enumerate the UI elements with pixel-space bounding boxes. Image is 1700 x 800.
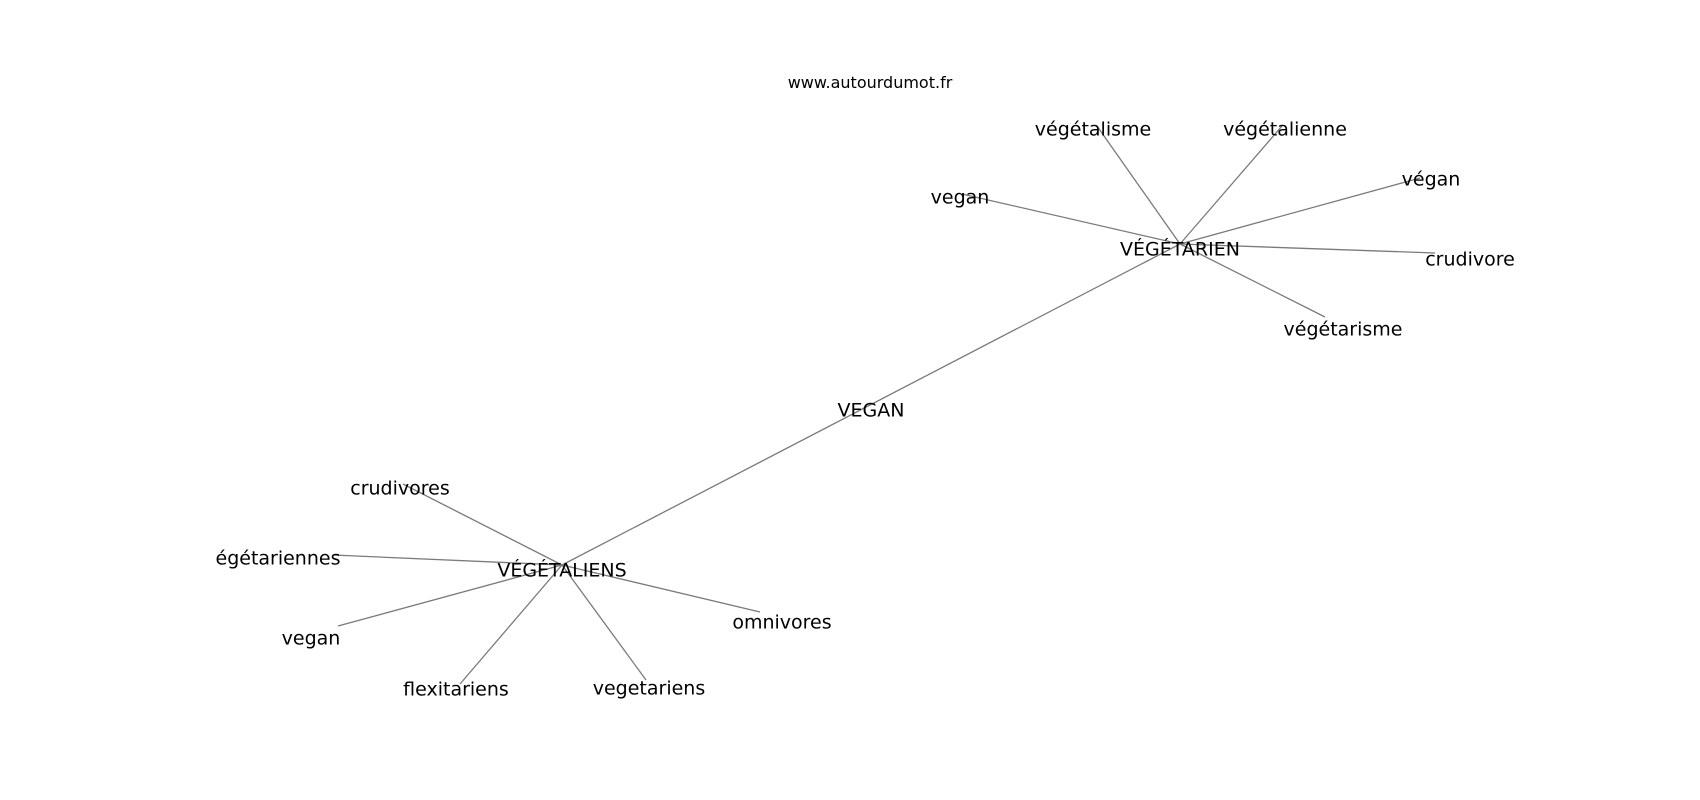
graph-edge (337, 564, 563, 627)
graph-edge (1179, 177, 1421, 245)
graph-edge (459, 564, 563, 685)
graph-edge (1096, 125, 1181, 245)
graph-node-label: crudivores (350, 478, 450, 500)
graph-nodes: VEGAN VÉGÉTARIEN VÉGÉTALIENS végétalisme vég… (216, 119, 1515, 701)
graph-node-label: végétalienne (1223, 119, 1347, 141)
graph-node-label: égétariennes (216, 548, 341, 570)
graph-edge (402, 483, 563, 566)
graph-node-label: VEGAN (838, 400, 905, 422)
graph-node-label: flexitariens (403, 679, 509, 701)
graph-edge (332, 554, 563, 566)
graph-node-label: VÉGÉTALIENS (497, 559, 626, 582)
watermark-text: www.autourdumot.fr (788, 73, 953, 92)
graph-edges (332, 125, 1436, 685)
graph-edge (561, 243, 1181, 566)
graph-edge (1179, 243, 1326, 318)
graph-edge (1179, 243, 1436, 254)
graph-edge (1179, 125, 1283, 245)
graph-node-label: vegan (931, 187, 990, 209)
graph-node-label: omnivores (732, 612, 831, 634)
graph-node-label: VÉGÉTARIEN (1120, 238, 1240, 261)
graph-edge (561, 564, 647, 681)
graph-edge (561, 564, 761, 613)
graph-node-label: végan (1402, 169, 1461, 191)
graph-node-label: végétarisme (1284, 319, 1403, 341)
graph-node-label: vegetariens (593, 678, 706, 700)
graph-node-label: vegan (282, 628, 341, 650)
graph-edge (961, 193, 1181, 245)
graph-node-label: crudivore (1425, 249, 1515, 271)
graph-node-label: végétalisme (1035, 119, 1151, 141)
